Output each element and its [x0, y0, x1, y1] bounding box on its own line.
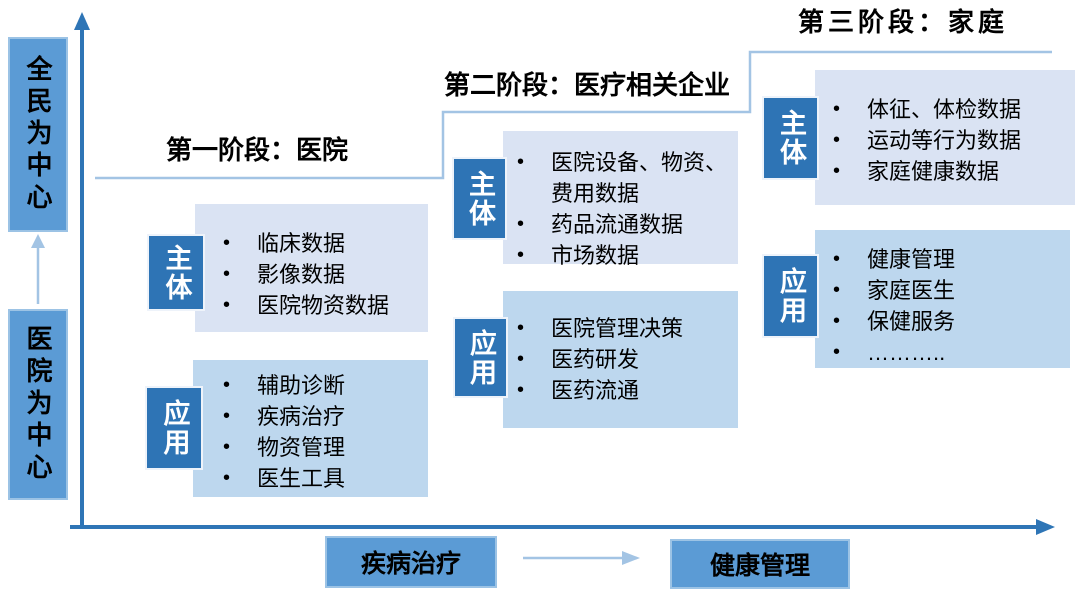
stage1-subject-box: •临床数据 •影像数据 •医院物资数据 — [195, 204, 428, 332]
bullet-icon: • — [223, 467, 231, 489]
y-axis-bottom-label: 医院为中心 — [23, 324, 53, 485]
bullet-icon: • — [223, 263, 231, 285]
bullet-icon: • — [223, 294, 231, 316]
list-item: •医院物资数据 — [223, 290, 422, 321]
x-axis-right-label: 健康管理 — [709, 552, 810, 580]
list-item: •医生工具 — [223, 463, 422, 494]
list-item: •市场数据 — [517, 240, 732, 271]
stage3-subject-list: •体征、体检数据 •运动等行为数据 •家庭健康数据 — [833, 94, 1069, 187]
list-item: •影像数据 — [223, 259, 422, 290]
stage1-application-box: •辅助诊断 •疾病治疗 •物资管理 •医生工具 — [193, 360, 428, 497]
bullet-icon: • — [833, 98, 841, 120]
bullet-icon: • — [223, 436, 231, 458]
stage2-application-label: 应用 — [466, 328, 496, 387]
stage3-application-label: 应用 — [776, 267, 806, 325]
stage3-title: 第三阶段：家庭 — [798, 7, 1009, 37]
list-item: •医院设备、物资、费用数据 — [517, 147, 732, 209]
x-axis-right-box: 健康管理 — [670, 539, 850, 589]
bullet-icon: • — [833, 341, 841, 363]
x-axis-arrow — [70, 519, 1055, 535]
stage2-title: 第二阶段：医疗相关企业 — [444, 70, 731, 100]
bullet-icon: • — [517, 348, 525, 370]
stage1-application-label-box: 应用 — [145, 386, 203, 470]
stage2-subject-label-box: 主体 — [452, 157, 507, 240]
bullet-icon: • — [833, 160, 841, 182]
list-item: •物资管理 — [223, 432, 422, 463]
list-item: •医药流通 — [517, 375, 732, 406]
list-item: •……….. — [833, 337, 1064, 368]
list-item: •家庭健康数据 — [833, 156, 1069, 187]
bullet-icon: • — [833, 310, 841, 332]
bullet-icon: • — [517, 379, 525, 401]
bullet-icon: • — [223, 374, 231, 396]
stage2-subject-box: •医院设备、物资、费用数据 •药品流通数据 •市场数据 — [503, 131, 738, 268]
y-axis-arrow — [74, 12, 90, 527]
list-item: •医药研发 — [517, 344, 732, 375]
stage1-subject-label-box: 主体 — [147, 234, 205, 311]
list-item: •家庭医生 — [833, 275, 1064, 306]
bullet-icon: • — [223, 232, 231, 254]
stage3-application-list: •健康管理 •家庭医生 •保健服务 •……….. — [833, 244, 1064, 368]
stage1-subject-list: •临床数据 •影像数据 •医院物资数据 — [223, 228, 422, 321]
x-axis-left-label: 疾病治疗 — [360, 550, 461, 578]
y-axis-top-label: 全民为中心 — [23, 54, 53, 215]
bullet-icon: • — [833, 248, 841, 270]
bullet-icon: • — [517, 151, 525, 173]
bullet-icon: • — [517, 244, 525, 266]
stage2-application-label-box: 应用 — [453, 317, 508, 398]
stage1-application-label: 应用 — [159, 399, 190, 457]
stage2-subject-list: •医院设备、物资、费用数据 •药品流通数据 •市场数据 — [517, 147, 732, 271]
stage3-subject-label-box: 主体 — [762, 96, 819, 180]
x-axis-left-box: 疾病治疗 — [325, 536, 497, 588]
stage3-subject-label: 主体 — [776, 109, 806, 167]
list-item: •疾病治疗 — [223, 401, 422, 432]
stage2-application-list: •医院管理决策 •医药研发 •医药流通 — [517, 313, 732, 406]
y-axis-top-box: 全民为中心 — [8, 37, 68, 232]
stage3-application-box: •健康管理 •家庭医生 •保健服务 •……….. — [815, 230, 1070, 368]
list-item: •体征、体检数据 — [833, 94, 1069, 125]
bottom-right-arrow — [523, 551, 640, 565]
list-item: •医院管理决策 — [517, 313, 732, 344]
stage1-subject-label: 主体 — [161, 243, 192, 302]
stage1-title: 第一阶段：医院 — [166, 135, 349, 165]
stage3-application-label-box: 应用 — [762, 254, 819, 338]
bullet-icon: • — [517, 213, 525, 235]
bullet-icon: • — [517, 317, 525, 339]
stage2-application-box: •医院管理决策 •医药研发 •医药流通 — [503, 291, 738, 428]
list-item: •药品流通数据 — [517, 209, 732, 240]
pillar-up-arrow — [31, 234, 45, 304]
y-axis-bottom-box: 医院为中心 — [8, 309, 68, 500]
list-item: •临床数据 — [223, 228, 422, 259]
list-item: •健康管理 — [833, 244, 1064, 275]
bullet-icon: • — [833, 129, 841, 151]
stage-step-line — [95, 50, 1052, 180]
stage3-subject-box: •体征、体检数据 •运动等行为数据 •家庭健康数据 — [815, 70, 1075, 205]
stage2-subject-label: 主体 — [465, 169, 495, 228]
list-item: •保健服务 — [833, 306, 1064, 337]
list-item: •运动等行为数据 — [833, 125, 1069, 156]
bullet-icon: • — [833, 279, 841, 301]
stage1-application-list: •辅助诊断 •疾病治疗 •物资管理 •医生工具 — [223, 370, 422, 494]
list-item: •辅助诊断 — [223, 370, 422, 401]
bullet-icon: • — [223, 405, 231, 427]
